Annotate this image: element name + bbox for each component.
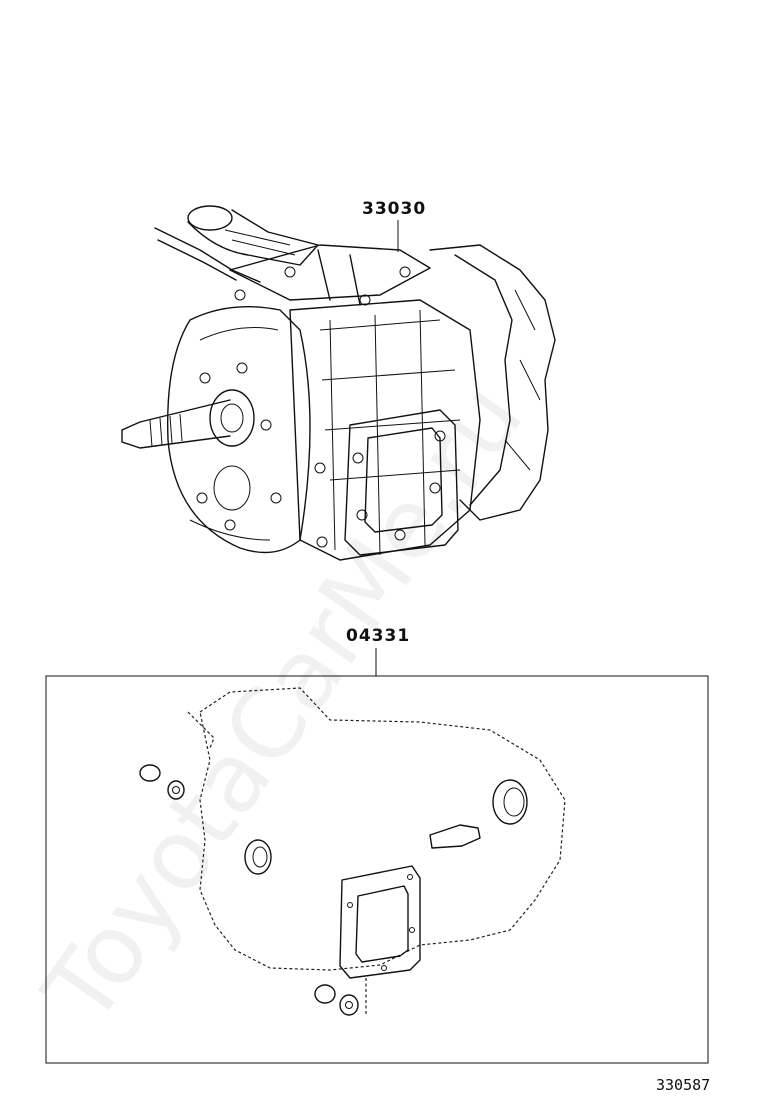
assembly-part-number[interactable]: 33030	[362, 199, 426, 219]
gasket-kit-part-number[interactable]: 04331	[346, 626, 410, 646]
gasket-kit-icon[interactable]	[139, 687, 566, 1016]
transmission-assembly-icon[interactable]	[121, 205, 556, 561]
diagram-id: 330587	[656, 1076, 710, 1094]
watermark-text: ToyotaCarMe.ru	[22, 364, 545, 1044]
gasket-kit-frame	[45, 675, 709, 1064]
